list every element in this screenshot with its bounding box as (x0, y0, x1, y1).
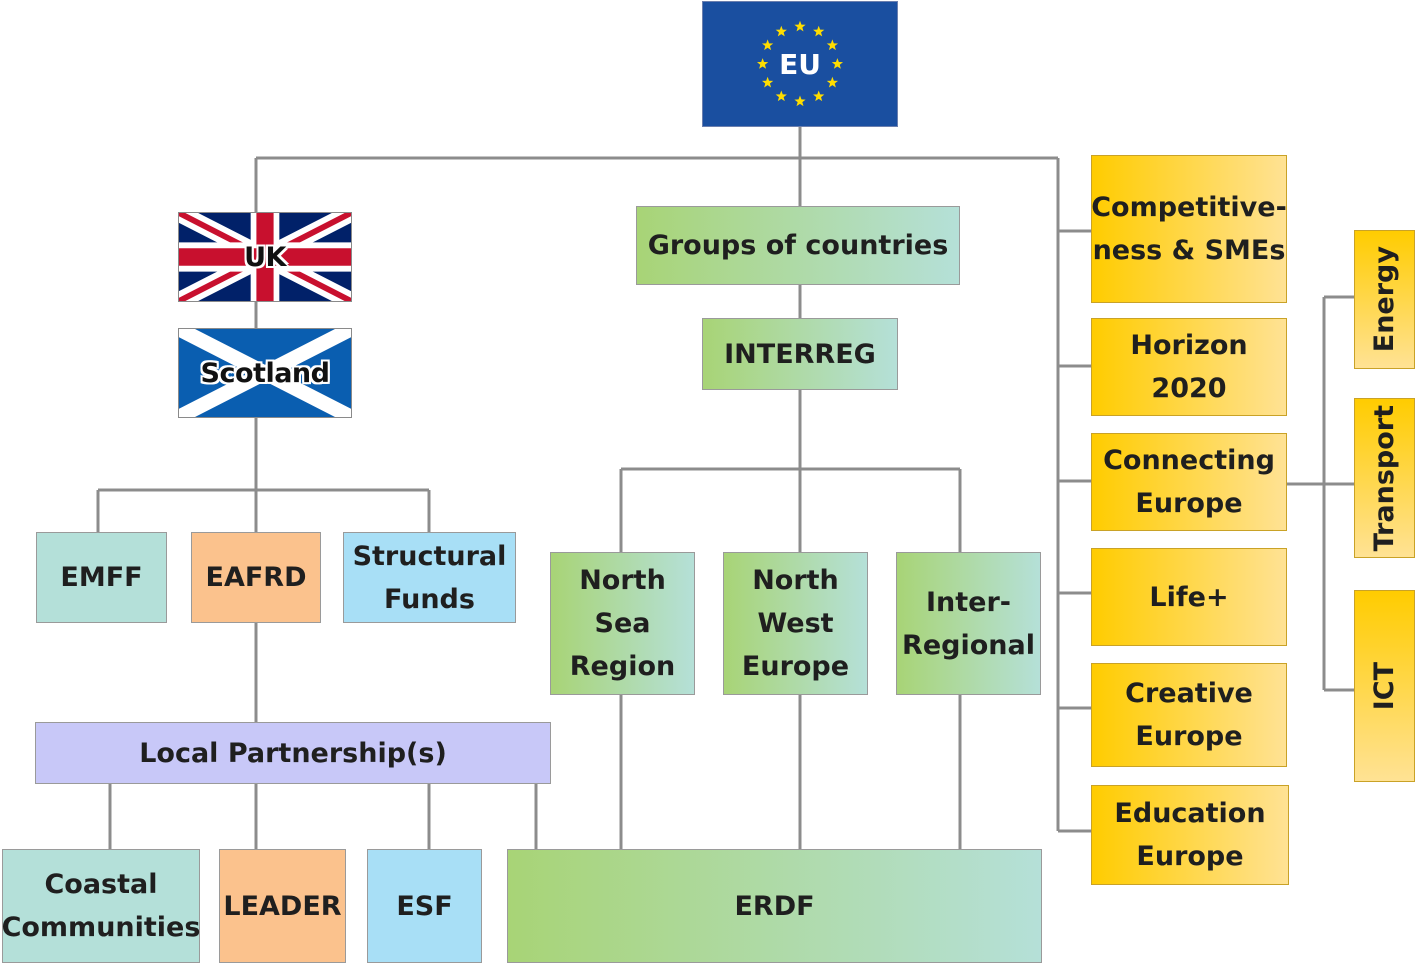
star-icon (813, 25, 825, 37)
star-icon (761, 39, 774, 51)
local-partnerships-label: Local Partnership(s) (139, 737, 447, 769)
eu-flag: EU (702, 1, 898, 127)
star-icon (775, 25, 787, 37)
ict-label: ICT (1369, 661, 1400, 711)
north-west-europe-node: North West Europe (723, 552, 868, 695)
erdf-node: ERDF (507, 849, 1042, 963)
scotland-flag: Scotland (178, 328, 352, 418)
erdf-label: ERDF (734, 890, 815, 922)
eafrd-label: EAFRD (205, 562, 307, 593)
horizon-2020-label: Horizon 2020 (1130, 330, 1248, 404)
star-icon (794, 20, 806, 32)
life-plus-label: Life+ (1149, 581, 1229, 613)
competitiveness-smes-line-2: ness & SMEs (1092, 235, 1286, 266)
connecting-europe-node: Connecting Europe (1091, 433, 1287, 531)
esf-label: ESF (396, 890, 453, 922)
energy-label: Energy (1369, 246, 1400, 353)
coastal-communities-node: Coastal Communities (2, 849, 200, 963)
eu-stars-icon (756, 20, 844, 107)
star-icon (826, 76, 839, 88)
coastal-communities-line-2: Communities (1, 912, 201, 943)
education-europe-line-2: Europe (1136, 841, 1244, 872)
star-icon (813, 90, 825, 102)
uk-flag: UK (178, 212, 352, 302)
star-icon (794, 95, 806, 107)
emff-node: EMFF (36, 532, 167, 623)
structural-funds-line-1: Structural (352, 540, 507, 572)
star-icon (756, 58, 769, 69)
leader-label: LEADER (223, 890, 342, 922)
creative-europe-node: Creative Europe (1091, 663, 1287, 767)
local-partnerships-node: Local Partnership(s) (35, 722, 551, 784)
inter-regional-line-1: Inter- (925, 586, 1011, 618)
inter-regional-node: Inter- Regional (896, 552, 1041, 695)
ict-node: ICT (1354, 590, 1415, 782)
connecting-europe-line-1: Connecting (1103, 445, 1275, 476)
esf-node: ESF (367, 849, 482, 963)
education-europe-node: Education Europe (1091, 785, 1289, 885)
star-icon (761, 76, 774, 88)
competitiveness-smes-node: Competitive- ness & SMEs (1091, 155, 1287, 303)
north-sea-region-line-3: Region (569, 651, 676, 682)
coastal-communities-line-1: Coastal (44, 869, 158, 900)
groups-of-countries-node: Groups of countries (636, 206, 960, 285)
transport-label: Transport (1369, 404, 1400, 552)
groups-of-countries-label: Groups of countries (647, 230, 949, 261)
north-sea-region-node: North Sea Region (550, 552, 695, 695)
interreg-label: INTERREG (724, 338, 876, 370)
interreg-node: INTERREG (702, 318, 898, 390)
saltire-icon (179, 329, 351, 417)
union-jack-icon (179, 213, 351, 301)
star-icon (831, 58, 844, 69)
competitiveness-smes-line-1: Competitive- (1091, 192, 1287, 223)
scotland-label: Scotland (200, 357, 330, 389)
eu-label: EU (779, 47, 821, 81)
north-west-europe-line-1: North (752, 565, 839, 596)
north-sea-region-line-2: Sea (594, 608, 651, 639)
inter-regional-line-2: Regional (902, 629, 1035, 661)
horizon-2020-node: Horizon 2020 (1091, 318, 1287, 416)
creative-europe-line-1: Creative (1125, 678, 1253, 709)
star-icon (826, 39, 839, 51)
connecting-europe-line-2: Europe (1135, 488, 1243, 519)
life-plus-node: Life+ (1091, 548, 1287, 646)
energy-node: Energy (1354, 230, 1415, 369)
transport-node: Transport (1354, 398, 1415, 558)
eafrd-node: EAFRD (191, 532, 321, 623)
north-west-europe-line-3: Europe (741, 651, 850, 682)
north-west-europe-line-2: West (757, 608, 834, 639)
north-sea-region-line-1: North (579, 565, 666, 596)
leader-node: LEADER (219, 849, 346, 963)
creative-europe-line-2: Europe (1135, 721, 1243, 752)
education-europe-line-1: Education (1114, 798, 1266, 829)
emff-label: EMFF (60, 562, 143, 593)
structural-funds-node: Structural Funds (343, 532, 516, 623)
structural-funds-line-2: Funds (384, 583, 475, 615)
star-icon (775, 90, 787, 102)
uk-label: UK (244, 241, 286, 273)
